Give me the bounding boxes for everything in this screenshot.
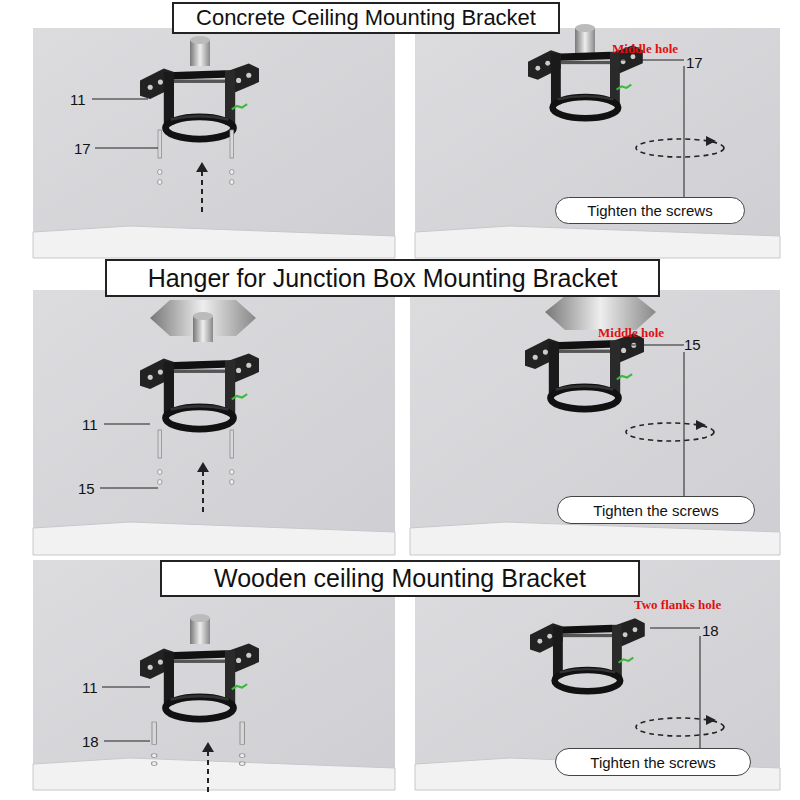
drawing-part <box>650 628 700 629</box>
callout-number: 11 <box>82 417 98 432</box>
drawing-part <box>102 687 150 688</box>
drawing-part <box>636 715 724 736</box>
heading-text: Concrete Ceiling Mounting Bracket <box>196 5 536 31</box>
hole-note: Middle hole <box>612 42 678 55</box>
callout-number: 11 <box>70 92 86 107</box>
hole-note: Middle hole <box>598 326 664 339</box>
drawing-part <box>700 636 701 748</box>
drawing-part <box>620 60 684 61</box>
hole-note: Two flanks hole <box>634 598 721 611</box>
drawing-part <box>104 424 150 425</box>
drawing-part <box>415 226 780 258</box>
concrete-left-illustration <box>92 36 259 212</box>
callout-number: 15 <box>684 337 701 352</box>
drawing-part <box>104 741 150 742</box>
drawing-part <box>528 45 643 118</box>
drawing-part <box>158 130 235 185</box>
junction-right-illustration <box>525 296 714 496</box>
drawing-part <box>33 226 395 258</box>
drawing-part <box>575 24 595 54</box>
drawing-part <box>95 148 158 149</box>
section-heading: Hanger for Junction Box Mounting Bracket <box>105 259 660 297</box>
section-heading: Wooden ceiling Mounting Bracket <box>160 560 640 597</box>
callout-number: 11 <box>82 680 98 695</box>
drawing-part <box>33 28 395 258</box>
instruction-box: Tighten the screws <box>555 748 751 776</box>
wooden-left-illustration <box>102 614 259 792</box>
drawing-part <box>410 522 780 555</box>
instruction-text: Tighten the screws <box>590 754 715 771</box>
instruction-text: Tighten the screws <box>587 202 712 219</box>
drawing-part <box>193 312 213 342</box>
drawing-part <box>530 618 645 691</box>
drawing-part <box>158 430 235 485</box>
junction-left-illustration <box>100 300 259 512</box>
drawing-part <box>92 99 148 100</box>
panel-backgrounds <box>33 28 780 790</box>
drawing-part <box>151 722 245 766</box>
heading-text: Wooden ceiling Mounting Bracket <box>214 564 586 593</box>
drawing-part <box>100 488 158 489</box>
drawing-part <box>140 353 259 429</box>
instruction-text: Tighten the screws <box>593 502 718 519</box>
drawing-part <box>140 643 259 719</box>
drawing-part <box>33 290 395 555</box>
drawing-part <box>415 28 780 258</box>
drawing-part <box>410 290 780 555</box>
drawing-part <box>33 758 395 790</box>
instruction-box: Tighten the screws <box>555 197 745 224</box>
drawing-part <box>196 162 208 212</box>
drawing-part <box>197 462 209 512</box>
wall-molding <box>33 226 780 790</box>
wooden-right-illustration <box>530 618 724 748</box>
drawing-part <box>636 136 724 157</box>
callout-number: 15 <box>78 481 95 496</box>
drawing-part <box>33 522 395 555</box>
drawing-part <box>684 66 685 197</box>
callout-number: 18 <box>702 623 719 638</box>
concrete-right-illustration <box>528 24 724 197</box>
drawing-part <box>190 614 210 644</box>
drawing-part <box>626 420 714 441</box>
drawing-part <box>140 63 259 139</box>
heading-text: Hanger for Junction Box Mounting Bracket <box>148 264 618 293</box>
drawing-part <box>622 345 684 346</box>
section-heading: Concrete Ceiling Mounting Bracket <box>172 2 560 34</box>
drawing-part <box>545 296 656 330</box>
callout-number: 17 <box>686 55 703 70</box>
drawing-part <box>190 36 210 66</box>
callout-number: 17 <box>74 141 91 156</box>
instruction-box: Tighten the screws <box>557 496 755 524</box>
callout-number: 18 <box>82 734 99 749</box>
drawing-part <box>202 742 214 792</box>
